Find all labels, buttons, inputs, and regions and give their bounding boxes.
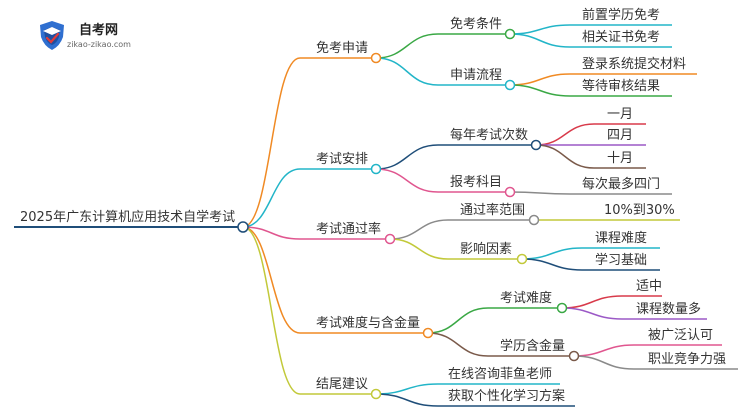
subbranch-label[interactable]: 报考科目 [450, 175, 502, 190]
graduation-cap-icon [43, 27, 61, 35]
check-mark-icon [45, 32, 60, 44]
branch-node[interactable]: 免考申请 [316, 41, 368, 56]
branch-to-subbranch-connector [427, 307, 489, 334]
branch-label: 免考申请 [316, 41, 368, 56]
branch-to-subbranch-connector [375, 144, 439, 170]
branch-label: 结尾建议 [316, 377, 368, 392]
leaf-label[interactable]: 适中 [636, 279, 662, 294]
root-to-branch-connector [242, 57, 301, 228]
subbranch-connector-dot [504, 28, 516, 40]
root-to-branch-connector [242, 226, 301, 240]
subbranch-label[interactable]: 考试难度 [500, 290, 552, 306]
branch-label: 考试通过率 [316, 221, 381, 237]
leaf-label[interactable]: 课程难度 [595, 230, 647, 246]
branch-node[interactable]: 结尾建议 [316, 377, 368, 392]
subbranch-label[interactable]: 获取个性化学习方案 [448, 388, 565, 404]
subbranch-to-leaf-connector [561, 295, 623, 309]
leaf-label[interactable]: 10%到30% [604, 203, 675, 218]
leaf-label[interactable]: 课程数量多 [636, 301, 701, 317]
subbranch-to-leaf-connector [509, 73, 571, 86]
subbranch-to-leaf-connector [521, 247, 583, 260]
branch-to-subbranch-connector [375, 57, 439, 86]
root-to-branch-connector [242, 168, 301, 228]
subbranch-to-leaf-connector [573, 355, 635, 370]
subbranch-connector-dot [504, 79, 516, 91]
branch-node[interactable]: 考试难度与含金量 [316, 315, 420, 331]
branch-connector-dot [370, 52, 382, 64]
leaf-connectors [509, 24, 738, 370]
subbranch-to-leaf-connector [573, 344, 635, 357]
leaf-label[interactable]: 职业竞争力强 [648, 351, 726, 367]
subbranch-label[interactable]: 在线咨询菲鱼老师 [448, 366, 552, 382]
leaf-label[interactable]: 前置学历免考 [582, 7, 660, 23]
subbranch-to-leaf-connector [509, 191, 571, 195]
brand-name: 自考网 [79, 22, 118, 38]
subbranch-to-leaf-connector [561, 307, 623, 320]
subbranch-label[interactable]: 申请流程 [450, 68, 502, 83]
branch-to-subbranch-connector [375, 168, 439, 193]
branch-node[interactable]: 考试安排 [316, 152, 368, 167]
subbranch-connector-dot [556, 302, 568, 314]
subbranch-connector-dot [568, 350, 580, 362]
leaf-label[interactable]: 学习基础 [595, 252, 647, 268]
subbranch-to-leaf-connector [521, 258, 583, 271]
leaf-label[interactable]: 一月 [607, 107, 633, 122]
leaf-label[interactable]: 每次最多四门 [582, 176, 660, 192]
branch-to-subbranch-connector [375, 33, 439, 59]
branch-node[interactable]: 考试通过率 [316, 221, 381, 237]
branch-to-subbranch-connector [375, 383, 439, 395]
subbranch-label[interactable]: 每年考试次数 [450, 127, 528, 143]
root-label: 2025年广东计算机应用技术自学考试 [20, 209, 235, 225]
root-node[interactable]: 2025年广东计算机应用技术自学考试 [14, 209, 249, 233]
subbranch-label[interactable]: 学历含金量 [500, 338, 565, 354]
node-dots [370, 28, 580, 400]
branch-connectors [375, 33, 575, 407]
branch-connector-dot [384, 233, 396, 245]
branch-label: 考试安排 [316, 152, 368, 167]
branch-label: 考试难度与含金量 [316, 315, 420, 331]
subbranch-connector-dot [528, 214, 540, 226]
leaf-label[interactable]: 相关证书免考 [582, 30, 660, 45]
subbranch-connector-dot [530, 139, 542, 151]
subbranch-connector-dot [516, 253, 528, 265]
branch-to-subbranch-connector [389, 219, 449, 240]
branch-to-subbranch-connector [375, 393, 439, 407]
branch-connector-dot [370, 388, 382, 400]
subbranch-label[interactable]: 通过率范围 [460, 202, 525, 218]
subbranch-to-leaf-connector [509, 24, 571, 35]
brand-url: zikao-zikao.com [67, 40, 131, 49]
subbranch-to-leaf-connector [509, 33, 571, 48]
subbranch-label[interactable]: 影响因素 [460, 241, 512, 257]
leaf-label[interactable]: 被广泛认可 [648, 328, 713, 343]
root-connectors [242, 57, 428, 395]
branch-to-subbranch-connector [389, 238, 449, 260]
leaf-label[interactable]: 登录系统提交材料 [582, 56, 686, 72]
root-connector-dot [237, 221, 249, 233]
subbranch-to-leaf-connector [535, 123, 595, 146]
subbranch-to-leaf-connector [509, 84, 571, 97]
root-to-branch-connector [242, 226, 301, 395]
subbranch-connector-dot [504, 186, 516, 198]
brand-logo: 自考网 zikao-zikao.com [40, 21, 131, 50]
leaf-label[interactable]: 四月 [607, 128, 633, 143]
leaf-label[interactable]: 等待审核结果 [582, 78, 660, 94]
leaf-label[interactable]: 十月 [607, 151, 633, 166]
subbranch-to-leaf-connector [535, 144, 595, 169]
branch-connector-dot [370, 163, 382, 175]
root-to-branch-connector [242, 226, 301, 334]
subbranch-label[interactable]: 免考条件 [450, 16, 502, 32]
branch-connector-dot [422, 327, 434, 339]
branch-to-subbranch-connector [427, 332, 489, 357]
